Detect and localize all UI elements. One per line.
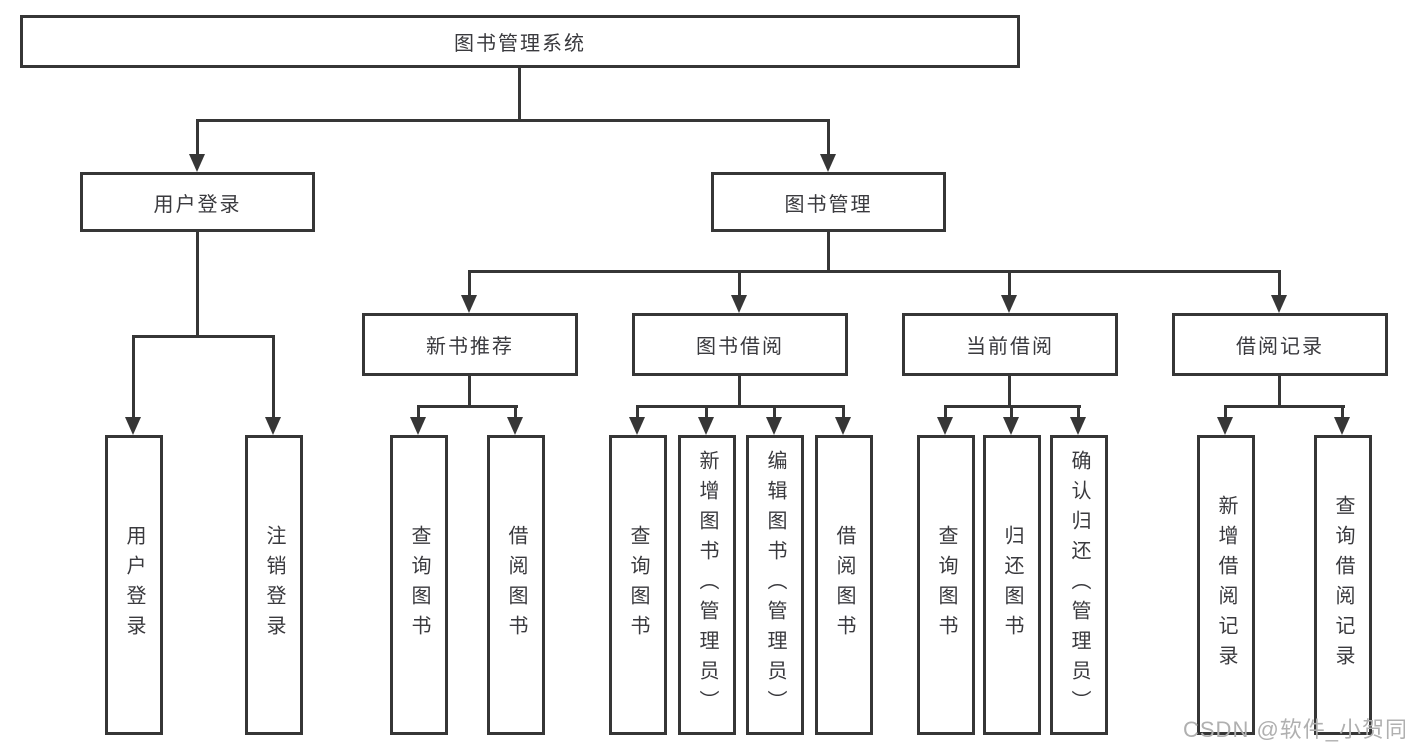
leaf-cb-query-books: 查询图书 bbox=[917, 435, 975, 735]
node-book-borrow: 图书借阅 bbox=[632, 313, 848, 376]
leaf-user-login: 用户登录 bbox=[105, 435, 163, 735]
arrowhead-cb-return bbox=[1003, 417, 1019, 435]
arrowhead-cb-query bbox=[937, 417, 953, 435]
node-book-borrow-label: 图书借阅 bbox=[696, 336, 784, 358]
node-root: 图书管理系统 bbox=[20, 15, 1020, 68]
node-new-book-recommend-label: 新书推荐 bbox=[426, 336, 514, 358]
leaf-bb-add-books-admin-label: 新增图书（管理员） bbox=[696, 450, 718, 720]
connector-current-borrow-stem bbox=[1008, 376, 1011, 408]
arrowhead-borrow-records bbox=[1271, 295, 1287, 313]
connector-branch-bb-edit bbox=[773, 405, 776, 419]
arrowhead-br-query bbox=[1334, 417, 1350, 435]
leaf-bb-query-books-label: 查询图书 bbox=[627, 525, 649, 645]
leaf-br-query-record-label: 查询借阅记录 bbox=[1332, 495, 1354, 675]
leaf-nb-borrow-books: 借阅图书 bbox=[487, 435, 545, 735]
connector-branch-nb-query bbox=[417, 405, 420, 419]
leaf-bb-edit-books-admin: 编辑图书（管理员） bbox=[746, 435, 804, 735]
connector-root-hbar bbox=[196, 119, 830, 122]
leaf-nb-borrow-books-label: 借阅图书 bbox=[505, 525, 527, 645]
connector-branch-bb-query bbox=[636, 405, 639, 419]
leaf-br-add-record: 新增借阅记录 bbox=[1197, 435, 1255, 735]
leaf-logout-label: 注销登录 bbox=[263, 525, 285, 645]
connector-branch-nb-borrow bbox=[514, 405, 517, 419]
leaf-bb-edit-books-admin-label: 编辑图书（管理员） bbox=[764, 450, 786, 720]
arrowhead-bb-query bbox=[629, 417, 645, 435]
arrowhead-nb-query bbox=[410, 417, 426, 435]
leaf-logout: 注销登录 bbox=[245, 435, 303, 735]
leaf-cb-query-books-label: 查询图书 bbox=[935, 525, 957, 645]
connector-branch-cb-query bbox=[944, 405, 947, 419]
node-book-management-label: 图书管理 bbox=[784, 193, 873, 216]
connector-branch-cb-confirm bbox=[1077, 405, 1080, 419]
leaf-cb-confirm-return-admin: 确认归还（管理员） bbox=[1050, 435, 1108, 735]
leaf-nb-query-books-label: 查询图书 bbox=[408, 525, 430, 645]
arrowhead-logout-leaf bbox=[265, 417, 281, 435]
connector-book-borrow-stem bbox=[738, 376, 741, 408]
node-user-login-label: 用户登录 bbox=[153, 193, 242, 216]
leaf-bb-add-books-admin: 新增图书（管理员） bbox=[678, 435, 736, 735]
connector-branch-current-borrow bbox=[1008, 270, 1011, 296]
connector-branch-user-login bbox=[196, 119, 199, 157]
arrowhead-user-login bbox=[189, 154, 205, 172]
connector-borrow-records-stem bbox=[1278, 376, 1281, 408]
node-borrow-records: 借阅记录 bbox=[1172, 313, 1388, 376]
arrowhead-book-management bbox=[820, 154, 836, 172]
connector-branch-br-query bbox=[1341, 405, 1344, 419]
node-root-label: 图书管理系统 bbox=[454, 33, 586, 55]
node-book-management: 图书管理 bbox=[711, 172, 946, 232]
connector-book-management-hbar bbox=[468, 270, 1281, 273]
connector-branch-logout-leaf bbox=[272, 335, 275, 419]
connector-branch-bb-borrow bbox=[842, 405, 845, 419]
connector-branch-bb-add bbox=[705, 405, 708, 419]
leaf-cb-return-books: 归还图书 bbox=[983, 435, 1041, 735]
leaf-bb-borrow-books: 借阅图书 bbox=[815, 435, 873, 735]
connector-branch-new-book bbox=[468, 270, 471, 296]
connector-root-stem bbox=[518, 68, 521, 120]
leaf-cb-confirm-return-admin-label: 确认归还（管理员） bbox=[1068, 450, 1090, 720]
arrowhead-bb-borrow bbox=[835, 417, 851, 435]
arrowhead-bb-edit bbox=[766, 417, 782, 435]
node-user-login: 用户登录 bbox=[80, 172, 315, 232]
connector-user-login-hbar bbox=[132, 335, 275, 338]
arrowhead-br-add bbox=[1217, 417, 1233, 435]
connector-book-borrow-hbar bbox=[636, 405, 845, 408]
connector-book-management-stem bbox=[827, 232, 830, 273]
connector-new-book-hbar bbox=[417, 405, 518, 408]
arrowhead-nb-borrow bbox=[507, 417, 523, 435]
leaf-nb-query-books: 查询图书 bbox=[390, 435, 448, 735]
connector-branch-login-leaf bbox=[132, 335, 135, 419]
node-current-borrow-label: 当前借阅 bbox=[966, 336, 1054, 358]
connector-borrow-records-hbar bbox=[1224, 405, 1345, 408]
watermark-text: CSDN @软件_小贺同学 bbox=[1183, 717, 1405, 742]
connector-branch-book-borrow bbox=[738, 270, 741, 296]
node-current-borrow: 当前借阅 bbox=[902, 313, 1118, 376]
connector-branch-borrow-records bbox=[1278, 270, 1281, 296]
node-borrow-records-label: 借阅记录 bbox=[1236, 336, 1324, 358]
leaf-br-add-record-label: 新增借阅记录 bbox=[1215, 495, 1237, 675]
connector-user-login-stem bbox=[196, 232, 199, 338]
leaf-bb-query-books: 查询图书 bbox=[609, 435, 667, 735]
arrowhead-login-leaf bbox=[125, 417, 141, 435]
connector-branch-book-management bbox=[827, 119, 830, 157]
arrowhead-cb-confirm bbox=[1070, 417, 1086, 435]
connector-branch-br-add bbox=[1224, 405, 1227, 419]
arrowhead-current-borrow bbox=[1001, 295, 1017, 313]
arrowhead-new-book bbox=[461, 295, 477, 313]
arrowhead-book-borrow bbox=[731, 295, 747, 313]
leaf-user-login-label: 用户登录 bbox=[123, 525, 145, 645]
leaf-br-query-record: 查询借阅记录 bbox=[1314, 435, 1372, 735]
leaf-cb-return-books-label: 归还图书 bbox=[1001, 525, 1023, 645]
leaf-bb-borrow-books-label: 借阅图书 bbox=[833, 525, 855, 645]
connector-branch-cb-return bbox=[1010, 405, 1013, 419]
arrowhead-bb-add bbox=[698, 417, 714, 435]
connector-new-book-stem bbox=[468, 376, 471, 408]
node-new-book-recommend: 新书推荐 bbox=[362, 313, 578, 376]
